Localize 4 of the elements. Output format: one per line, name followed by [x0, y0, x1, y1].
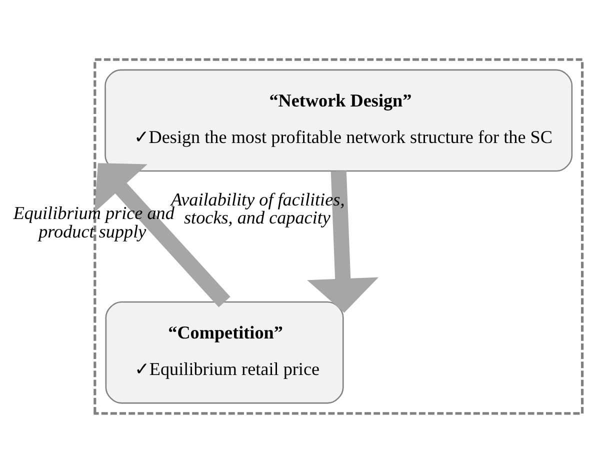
- arrow: [94, 162, 230, 307]
- node-box: “Network Design” ✓Design the most profitable network structure for the SC: [104, 68, 573, 172]
- arrow: [307, 170, 379, 312]
- node-box: “Competition” ✓Equilibrium retail price: [105, 300, 344, 404]
